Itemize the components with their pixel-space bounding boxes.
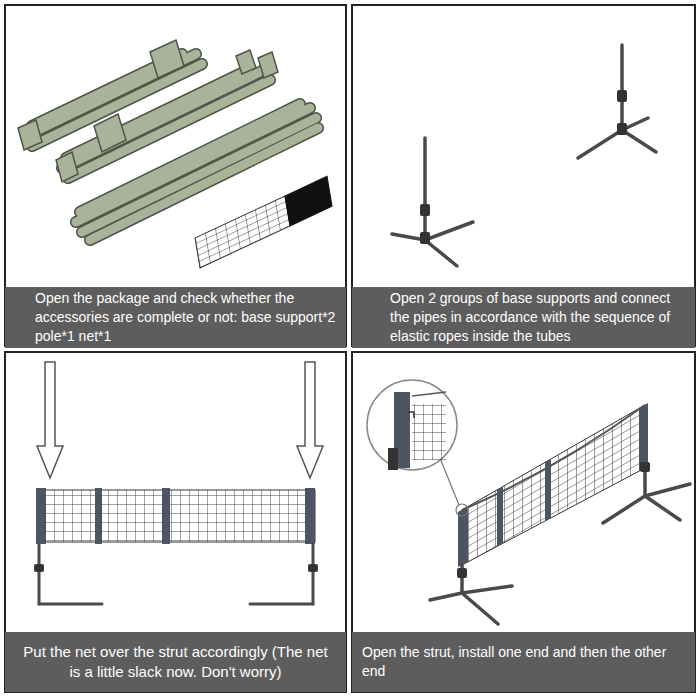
- net-cord: [462, 405, 645, 510]
- caption-band: Open the package and check whether the a…: [5, 287, 346, 348]
- folded-net: [195, 176, 332, 268]
- net: [462, 405, 645, 565]
- caption-band: Open 2 groups of base supports and conne…: [352, 287, 695, 348]
- net: [38, 490, 315, 542]
- detail-callout: [367, 380, 468, 516]
- panel-frame: [352, 5, 695, 346]
- panel-frame: [5, 352, 346, 692]
- caption-text: Put the net over the strut accordingly (…: [17, 642, 334, 683]
- panel-frame: [5, 5, 695, 692]
- pole-collar: [34, 564, 318, 572]
- net-strip: [458, 403, 648, 567]
- caption-text: Open the strut, install one end and then…: [362, 643, 683, 681]
- tube-fitting: [18, 40, 278, 182]
- net-strip: [36, 488, 315, 544]
- pole-collar: [457, 462, 650, 578]
- pole-collar: [420, 90, 627, 244]
- base-support: [430, 468, 690, 624]
- down-arrow: [37, 362, 323, 478]
- caption-band: Open the strut, install one end and then…: [352, 632, 695, 692]
- caption-text: Open the package and check whether the a…: [35, 289, 336, 346]
- caption-band: Put the net over the strut accordingly (…: [5, 632, 346, 692]
- strut: [39, 544, 313, 604]
- caption-text: Open 2 groups of base supports and conne…: [390, 289, 685, 346]
- base-support: [392, 45, 656, 266]
- panel-frame: [352, 352, 695, 692]
